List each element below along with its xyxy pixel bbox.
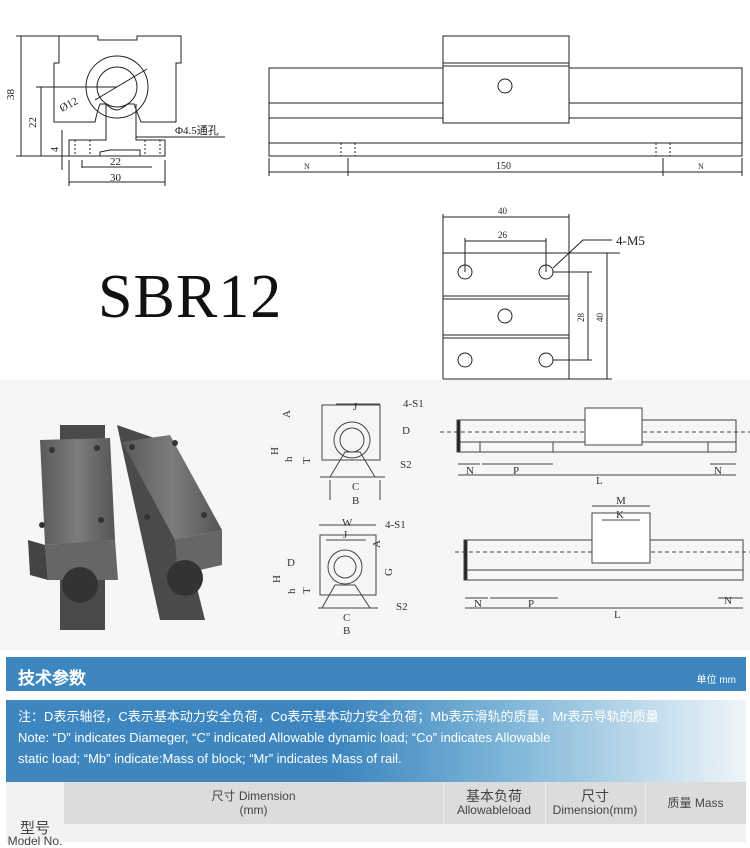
label-n-right-2: N — [724, 595, 732, 607]
dim-hole-y: 28 — [576, 313, 586, 323]
label-b-closed: B — [343, 625, 350, 637]
col-load: 基本负荷 Allowableload — [443, 782, 546, 824]
side-view: N 150 N — [268, 35, 743, 176]
col-dimension: 尺寸 Dimension (mm) — [64, 782, 444, 824]
col-mass-label: 质量 Mass — [667, 796, 724, 810]
label-p-2: P — [528, 598, 534, 610]
label-w: W — [342, 517, 353, 529]
label-n-left-2: N — [474, 598, 482, 610]
label-s2-closed: S2 — [396, 601, 408, 613]
label-l-2: L — [614, 609, 621, 621]
label-b: B — [352, 495, 359, 507]
plan-view: 40 26 4-M5 28 40 — [442, 206, 645, 380]
label-j-closed: J — [343, 529, 348, 541]
label-d: D — [402, 425, 410, 437]
label-s2: S2 — [400, 459, 412, 471]
product-photo — [28, 425, 222, 630]
note-line: static load; “Mb” indicate:Mass of block… — [18, 751, 402, 766]
col-dimension-unit: (mm) — [239, 803, 268, 817]
label-t-closed: T — [301, 587, 313, 594]
col-model: 型号 Model No. — [6, 820, 64, 848]
spec-heading: 技术参数 — [18, 669, 86, 688]
label-d-closed: D — [287, 557, 295, 569]
label-l: L — [596, 475, 603, 487]
label-h-upper-closed: H — [271, 575, 283, 583]
dim-center-height: 22 — [27, 117, 39, 128]
dim-base: 4 — [50, 147, 61, 152]
dim-length: 150 — [496, 161, 511, 172]
col-load-cn: 基本负荷 — [466, 788, 522, 804]
label-m: M — [616, 495, 626, 507]
col-mass: 质量 Mass — [645, 782, 746, 824]
label-k: K — [616, 509, 624, 521]
dim-base-width: 30 — [110, 172, 122, 184]
label-h-upper: H — [269, 447, 281, 455]
label-c: C — [352, 481, 359, 493]
label-h-lower-closed: h — [286, 588, 298, 594]
label-n-left: N — [466, 465, 474, 477]
label-s1-closed: 4-S1 — [385, 519, 406, 531]
label-c-closed: C — [343, 612, 350, 624]
spec-header: 技术参数 单位 mm — [6, 657, 746, 691]
rail-bottom-view — [455, 505, 750, 609]
col-dim2-cn: 尺寸 — [581, 788, 609, 804]
dim-bore: Ø12 — [58, 95, 80, 114]
closed-type-section — [318, 524, 378, 609]
col-dimension2: 尺寸 Dimension(mm) — [545, 782, 646, 824]
label-a: A — [281, 410, 293, 418]
label-j: J — [353, 401, 358, 413]
dim-plan-width: 40 — [498, 206, 508, 216]
label-g: G — [383, 568, 395, 576]
dim-hole-spacing: 22 — [110, 156, 121, 168]
dim-height: 38 — [5, 89, 17, 101]
model-title: SBR12 — [98, 263, 283, 331]
dim-hole-x: 26 — [498, 230, 508, 240]
open-type-section — [320, 403, 385, 500]
technical-drawings: 38 22 4 Ø12 22 30 Φ4.5通孔 N 150 N 40 26 4… — [5, 35, 743, 380]
label-h-lower: h — [283, 456, 295, 462]
label-a-closed: A — [371, 540, 383, 548]
note-line: Note: “D” indicates Diameger, “C” indica… — [18, 730, 551, 745]
hole-note: Φ4.5通孔 — [175, 124, 219, 137]
rail-top-view — [440, 407, 750, 476]
col-dim2-en: Dimension(mm) — [552, 803, 638, 817]
thread-note: 4-M5 — [616, 233, 645, 248]
label-n-right: N — [714, 465, 722, 477]
label-p: P — [513, 465, 519, 477]
generic-drawings: A J 4-S1 D H h T S2 C B W 4-S1 J A D G H… — [28, 398, 750, 637]
label-t: T — [301, 457, 313, 464]
dim-plan-length: 40 — [595, 313, 605, 323]
spec-note: 注：D表示轴径，C表示基本动力安全负荷，Co表示基本动力安全负荷；Mb表示滑轨的… — [6, 700, 746, 782]
section-view: 38 22 4 Ø12 22 30 Φ4.5通孔 — [5, 35, 225, 186]
col-model-cn: 型号 — [19, 820, 50, 837]
note-line: 注：D表示轴径，C表示基本动力安全负荷，Co表示基本动力安全负荷；Mb表示滑轨的… — [18, 709, 659, 724]
product-overview: A J 4-S1 D H h T S2 C B W 4-S1 J A D G H… — [0, 380, 750, 650]
spec-table-header: 尺寸 Dimension (mm) 基本负荷 Allowableload 尺寸 … — [6, 782, 746, 848]
label-s1: 4-S1 — [403, 398, 424, 410]
unit-label: 单位 mm — [696, 675, 736, 686]
col-load-en: Allowableload — [456, 803, 532, 817]
dim-n-right: N — [698, 162, 704, 171]
dim-n-left: N — [304, 162, 310, 171]
col-dimension-label: 尺寸 Dimension — [211, 789, 296, 803]
